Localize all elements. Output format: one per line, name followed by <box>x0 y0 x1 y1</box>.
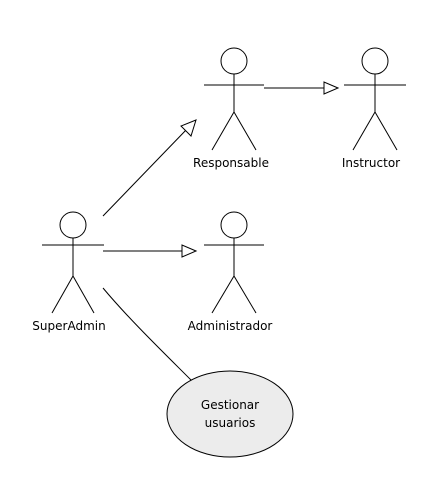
actor-label-administrador: Administrador <box>188 319 273 333</box>
actor-superadmin[interactable]: SuperAdmin <box>32 211 106 333</box>
actor-leg-left <box>211 275 235 314</box>
usecase-ellipse <box>166 370 294 458</box>
usecase-label-line-1: Gestionar <box>201 398 259 412</box>
actor-label-instructor: Instructor <box>342 156 400 170</box>
actor-head <box>59 211 87 239</box>
actor-label-responsable: Responsable <box>193 156 269 170</box>
hollow-arrowhead <box>180 119 197 137</box>
actor-head <box>361 47 389 75</box>
actor-head <box>220 211 248 239</box>
generalization-superadmin-responsable[interactable] <box>102 119 197 217</box>
generalization-responsable-instructor[interactable] <box>264 81 340 95</box>
connector-line <box>102 287 192 381</box>
usecase-label-line-2: usuarios <box>205 416 256 430</box>
usecase-gestionar-usuarios[interactable]: Gestionar usuarios <box>166 370 294 458</box>
connector-line <box>102 128 188 217</box>
hollow-arrowhead <box>323 81 340 95</box>
actor-instructor[interactable]: Instructor <box>342 47 406 170</box>
actor-administrador[interactable]: Administrador <box>188 211 273 333</box>
association-superadmin-gestionar-usuarios[interactable] <box>102 287 192 381</box>
actor-leg-left <box>51 275 74 314</box>
hollow-arrowhead <box>181 244 198 258</box>
actor-leg-right <box>374 111 398 151</box>
actor-label-superadmin: SuperAdmin <box>32 319 105 333</box>
actor-head <box>220 47 248 75</box>
actor-leg-right <box>233 275 257 314</box>
actor-leg-right <box>72 275 95 314</box>
actor-responsable[interactable]: Responsable <box>193 47 269 170</box>
actor-leg-left <box>352 111 376 151</box>
generalization-superadmin-administrador[interactable] <box>103 244 198 258</box>
actor-leg-right <box>233 111 257 151</box>
actor-leg-left <box>211 111 235 151</box>
